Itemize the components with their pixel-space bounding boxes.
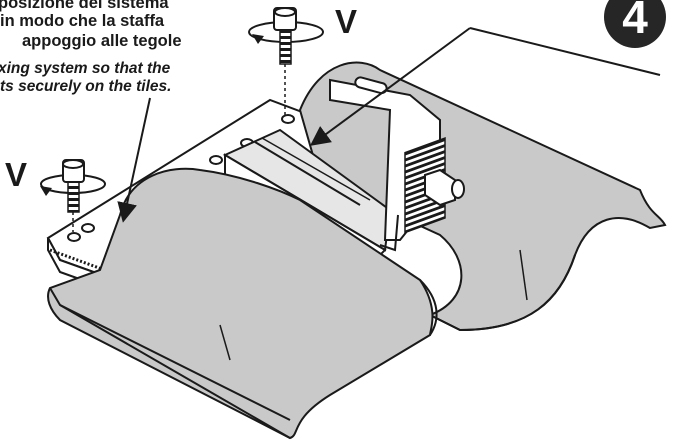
instruction-it-line-1: posizione del sistema [0,0,169,12]
screw-label-right: V [335,3,358,40]
front-tile [47,167,438,440]
instruction-it-line-3: appoggio alle tegole [22,32,182,50]
instruction-en-line-1: xing system so that the [0,60,171,77]
hook-bracket [329,76,465,252]
leader-lines [117,27,661,223]
screw-label-left: V [5,156,28,193]
step-badge-icon: 4 [604,0,666,48]
instruction-it-line-2: in modo che la staffa [0,12,165,30]
instruction-en-line-2: ts securely on the tiles. [0,78,172,95]
screw-icon [40,159,106,232]
screw-icon [248,7,324,118]
